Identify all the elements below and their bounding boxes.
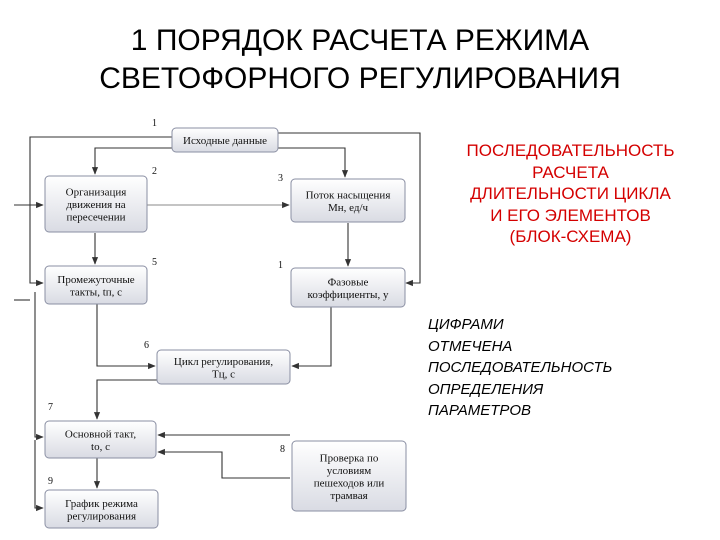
node-box [290,178,406,223]
node-label: пересечении [66,212,125,224]
connector-cycle-main [93,379,160,420]
connector-intermediate-cycle [96,303,156,370]
node-step-number: 3 [278,173,283,184]
node-label: такты, tп, с [70,286,122,298]
note-line: ПАРАМЕТРОВ [428,402,532,419]
connector-check-main-lower [157,448,290,479]
page-title: 1 ПОРЯДОК РАСЧЕТА РЕЖИМА СВЕТОФОРНОГО РЕ… [0,22,720,98]
connector-input-saturation [278,147,349,178]
caption-line: И ЕГО ЭЛЕМЕНТОВ [490,205,651,225]
node-label: коэффициенты, y [308,289,389,301]
node-box [44,175,148,233]
node-label: Проверка по [320,452,379,464]
node-label: Тц, с [212,368,235,380]
note-line: ОПРЕДЕЛЕНИЯ [428,380,544,398]
node-box [44,489,159,529]
node-label: Организация [66,187,127,199]
node-step-number: 7 [48,402,53,413]
node-label: Mн, ед/ч [328,202,369,214]
title-line-2: СВЕТОФОРНОГО РЕГУЛИРОВАНИЯ [99,62,621,95]
connector-phase-cycle [291,307,332,370]
node-label: Основной такт, [65,428,136,440]
node-label: пешеходов или [314,477,385,489]
node-box [171,127,279,153]
node-label: tо, с [91,441,110,453]
connector-input-phase [278,132,421,287]
connector-input-organization [91,147,172,175]
node-label: График режима [65,498,138,510]
node-step-number: 9 [48,476,53,487]
node-label: Цикл регулирования, [174,356,273,368]
node-step-number: 1 [278,260,283,271]
note-line: ОТМЕЧЕНА [428,337,513,355]
node-step-number: 5 [152,257,157,268]
node-cycle: Цикл регулирования,Тц, с 6 [144,340,291,385]
node-box [290,267,406,308]
node-step-number: 2 [152,166,157,177]
node-step-number: 8 [280,444,285,455]
caption-line: (БЛОК-СХЕМА) [509,227,632,246]
node-label: условиям [327,465,372,477]
connectors [14,132,421,512]
node-box [156,349,291,385]
connector-left-loop-schedule [34,440,44,512]
node-label: Исходные данные [183,135,267,147]
node-box [44,265,148,305]
caption-line: РАСЧЕТА [532,162,609,182]
title-line-1: 1 ПОРЯДОК РАСЧЕТА РЕЖИМА [130,24,590,57]
node-box [44,420,157,459]
node-main: Основной такт,tо, с 7 [44,402,157,459]
node-label: Фазовые [328,276,369,288]
connector-left-loop-intermediate [29,136,172,287]
numbering-note: ЦИФРАМИ ОТМЕЧЕНА ПОСЛЕДОВАТЕЛЬНОСТЬ ОПРЕ… [428,314,713,422]
caption-line: ДЛИТЕЛЬНОСТИ ЦИКЛА [470,184,671,203]
node-label: трамвая [330,490,367,502]
note-line: ЦИФРАМИ [428,316,504,333]
node-label: Промежуточные [57,274,134,286]
node-label: регулирования [67,510,136,522]
node-box [291,440,407,512]
caption-line: ПОСЛЕДОВАТЕЛЬНОСТЬ [466,141,675,160]
connector-left-loop-main [34,292,44,441]
node-step-number: 1 [152,118,157,129]
node-label: движения на [66,199,125,211]
node-step-number: 6 [144,340,149,351]
node-label: Поток насыщения [306,189,391,201]
blockscheme-caption: ПОСЛЕДОВАТЕЛЬНОСТЬ РАСЧЕТА ДЛИТЕЛЬНОСТИ … [428,140,713,248]
note-line: ПОСЛЕДОВАТЕЛЬНОСТЬ [428,359,613,376]
node-input: Исходные данные 1 [152,118,279,153]
